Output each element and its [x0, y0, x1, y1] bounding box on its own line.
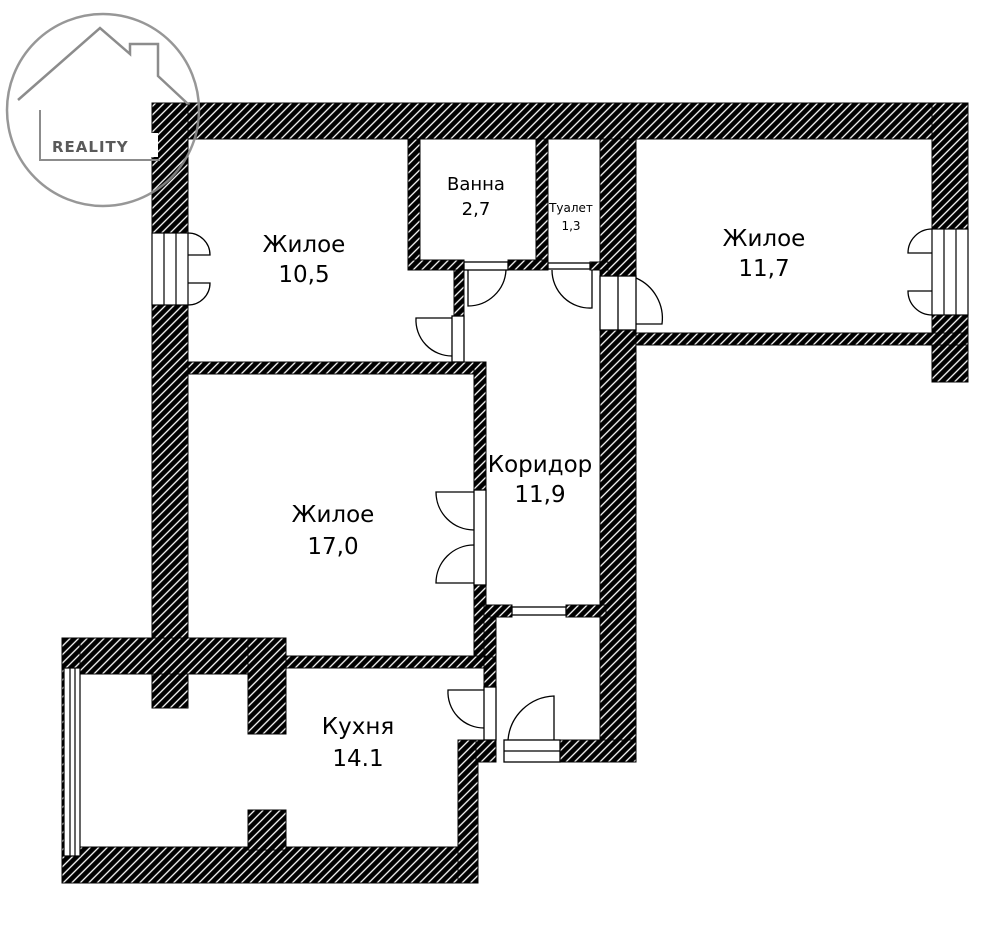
- wall-left-upper: [151, 102, 189, 234]
- reality-logo: REALITY: [5, 12, 201, 208]
- door-living1-frame: [451, 315, 465, 363]
- room-living3-area: 17,0: [307, 534, 358, 560]
- wall-kitchen-right: [457, 739, 479, 884]
- wall-corridor-bottom-right: [565, 604, 607, 618]
- wall-kitchen-right-top: [475, 739, 497, 763]
- room-toilet-area: 1,3: [561, 219, 580, 233]
- room-bath-area: 2,7: [462, 199, 491, 220]
- window-living1: [151, 232, 189, 306]
- door-living3-b: [435, 544, 475, 584]
- pillar-middle-top: [247, 637, 287, 735]
- pillar-left: [151, 673, 189, 709]
- wall-kitchen-door-top: [483, 656, 497, 688]
- room-corridor-name: Коридор: [488, 452, 593, 478]
- windows: [63, 228, 969, 857]
- wall-living1-right: [453, 269, 465, 317]
- room-living1-name: Жилое: [263, 232, 346, 258]
- door-kitchen: [447, 689, 485, 729]
- room-corridor-area: 11,9: [514, 482, 565, 508]
- wall-living1-bottom: [187, 361, 487, 375]
- room-living3-name: Жилое: [292, 502, 375, 528]
- opening-corridor-hall: [511, 606, 567, 616]
- door-kitchen-frame: [483, 686, 497, 741]
- wall-bath-left: [407, 138, 421, 271]
- wall-toilet-bottom: [589, 261, 609, 271]
- door-entrance: [507, 695, 555, 741]
- window-living2: [931, 228, 969, 316]
- wall-toilet-right: [599, 138, 637, 277]
- wall-living3-right-upper: [473, 361, 487, 491]
- room-living2-name: Жилое: [723, 226, 806, 252]
- door-living3-frame: [473, 489, 487, 586]
- wall-bath-bottom-left: [407, 259, 465, 271]
- wall-corridor-bottom-left: [483, 604, 513, 618]
- door-toilet: [551, 269, 593, 309]
- wall-right-room-bottom: [631, 332, 969, 346]
- door-toilet-frame: [547, 262, 591, 270]
- wall-corridor-right: [599, 329, 637, 763]
- room-living2-area: 11,7: [738, 256, 789, 282]
- room-bath-name: Ванна: [447, 174, 505, 195]
- door-bath-frame: [463, 261, 509, 271]
- window-balcony: [63, 667, 81, 857]
- wall-bath-bottom-right: [507, 259, 549, 271]
- door-living2: [635, 277, 664, 325]
- room-toilet-name: Туалет: [548, 201, 593, 215]
- wall-right-upper: [931, 102, 969, 230]
- wall-bath-right: [535, 138, 549, 271]
- wall-hall-left: [483, 616, 497, 658]
- doors: [187, 228, 933, 763]
- logo-text: REALITY: [52, 138, 129, 156]
- door-bath: [467, 269, 507, 307]
- pillar-middle-bottom: [247, 809, 287, 851]
- wall-right-lower: [931, 314, 969, 383]
- room-living1-area: 10,5: [278, 262, 329, 288]
- wall-balcony-bottom: [61, 846, 479, 884]
- wall-entrance-bottom-right: [559, 739, 637, 763]
- door-living1: [415, 317, 453, 357]
- door-living3-a: [435, 491, 475, 531]
- wall-kitchen-top: [285, 655, 487, 669]
- room-kitchen-name: Кухня: [322, 714, 394, 740]
- wall-top: [151, 102, 969, 140]
- room-labels: Жилое 10,5 Ванна 2,7 Туалет 1,3 Жилое 11…: [263, 174, 806, 772]
- room-kitchen-area: 14.1: [332, 746, 383, 772]
